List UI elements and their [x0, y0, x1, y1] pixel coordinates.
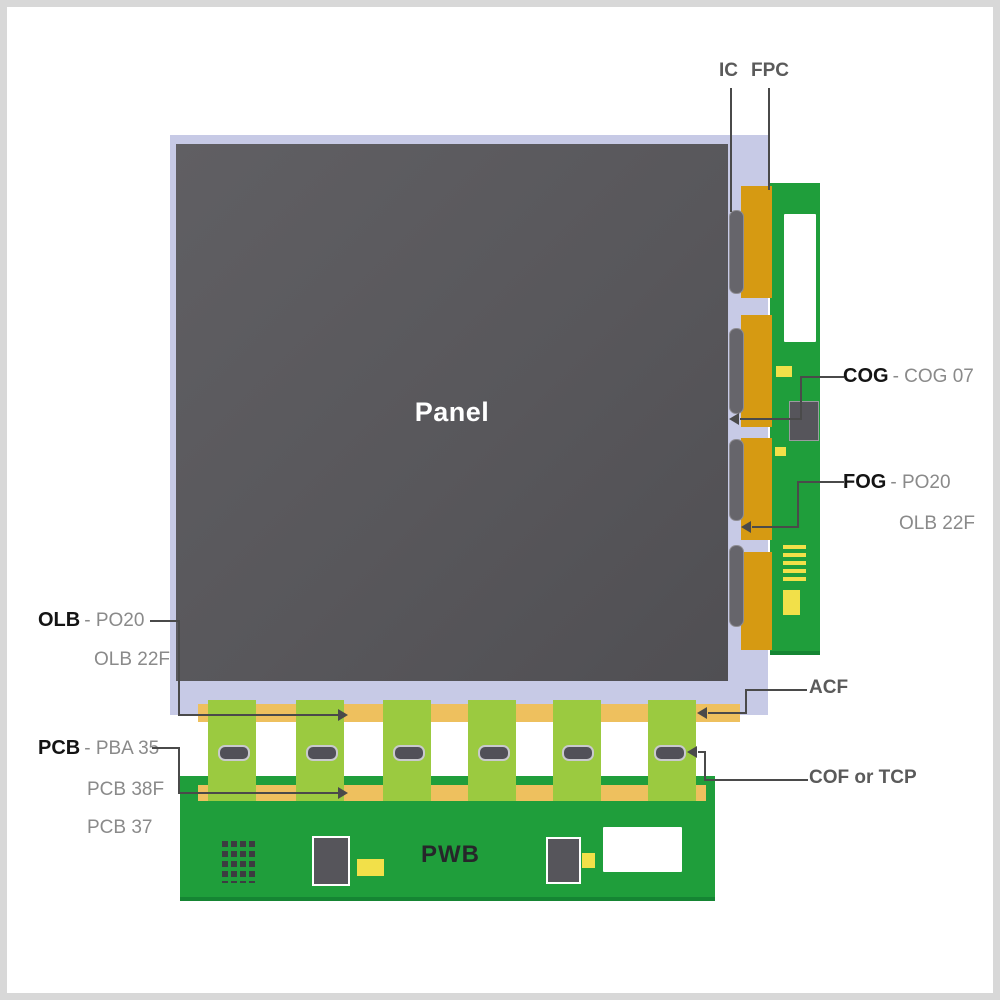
fog-arrowhead-icon	[741, 521, 751, 533]
cof-ic	[562, 745, 594, 761]
fog-leader-line	[797, 481, 799, 528]
pwb-component-yellow-1	[357, 859, 384, 876]
driver-ic	[729, 328, 744, 414]
cog-leader-line	[800, 376, 802, 420]
fog-leader-line	[797, 481, 844, 483]
pwb-label: PWB	[421, 841, 480, 868]
pcb-detail3: PCB 37	[87, 817, 153, 838]
cof-ic	[218, 745, 250, 761]
pcb-detail2: PCB 38F	[87, 779, 165, 800]
fog-detail: - PO20	[890, 472, 951, 493]
panel-label: Panel	[414, 397, 490, 427]
cof-arrowhead-icon	[687, 746, 697, 758]
cof-ic	[393, 745, 425, 761]
pcb-detail: - PBA 35	[84, 738, 160, 759]
pcb-leader-line	[152, 747, 180, 749]
cof-ic	[306, 745, 338, 761]
cog-arrowhead-icon	[729, 413, 739, 425]
olb-arrowhead-icon	[338, 709, 348, 721]
cof-label: COF or TCP	[809, 767, 917, 788]
cog-detail: - COG 07	[892, 366, 974, 387]
fog-detail2: OLB 22F	[899, 513, 976, 534]
fog-tape	[741, 315, 772, 427]
fog-leader-line	[752, 526, 799, 528]
fpc-chip	[789, 401, 819, 441]
pcb-arrowhead-icon	[338, 787, 348, 799]
fog-tape	[741, 186, 772, 298]
olb-detail: - PO20	[84, 610, 145, 631]
display-panel: Panel	[176, 144, 728, 681]
cof-leader-line	[704, 753, 706, 781]
driver-ic	[729, 210, 744, 294]
driver-ic	[729, 545, 744, 627]
pcb-term: PCB	[38, 737, 81, 759]
pcb-leader-line	[178, 792, 338, 794]
ic-label: IC	[719, 60, 738, 81]
cof-leader-line	[698, 751, 706, 753]
fpc-component-yellow-3	[783, 590, 800, 615]
olb-leader-line	[150, 620, 180, 622]
olb-detail2: OLB 22F	[94, 649, 171, 670]
fpc-leader-line	[768, 88, 770, 190]
pwb-connector-grid	[222, 841, 256, 883]
fpc-component-yellow-1	[776, 366, 792, 377]
cog-leader-line	[740, 418, 802, 420]
acf-leader-line	[745, 689, 747, 714]
cog-term: COG	[843, 365, 889, 387]
fpc-barcode-pads	[783, 545, 806, 584]
acf-leader-line	[745, 689, 807, 691]
pcb-annotation: PCB- PBA 35	[38, 737, 159, 760]
fpc-connector	[784, 214, 816, 342]
fog-tape	[741, 552, 772, 650]
fog-annotation: FOG- PO20	[843, 471, 951, 494]
pwb-component-yellow-2	[582, 853, 595, 868]
olb-leader-line	[178, 620, 180, 716]
pwb-connector	[603, 827, 682, 872]
olb-leader-line	[178, 714, 338, 716]
pwb-chip-1	[312, 836, 350, 886]
pcb-leader-line	[178, 747, 180, 794]
cof-leader-line	[704, 779, 808, 781]
cof-ic	[654, 745, 686, 761]
acf-label: ACF	[809, 677, 849, 698]
driver-ic	[729, 439, 744, 521]
fog-term: FOG	[843, 471, 887, 493]
acf-leader-line	[708, 712, 747, 714]
fpc-component-yellow-2	[775, 447, 786, 456]
cof-ic	[478, 745, 510, 761]
olb-annotation: OLB- PO20	[38, 609, 144, 632]
pwb-chip-2	[546, 837, 581, 884]
fpc-label: FPC	[751, 60, 789, 81]
cog-annotation: COG- COG 07	[843, 365, 974, 388]
ic-leader-line	[730, 88, 732, 212]
acf-arrowhead-icon	[697, 707, 707, 719]
olb-term: OLB	[38, 609, 81, 631]
cog-leader-line	[800, 376, 844, 378]
